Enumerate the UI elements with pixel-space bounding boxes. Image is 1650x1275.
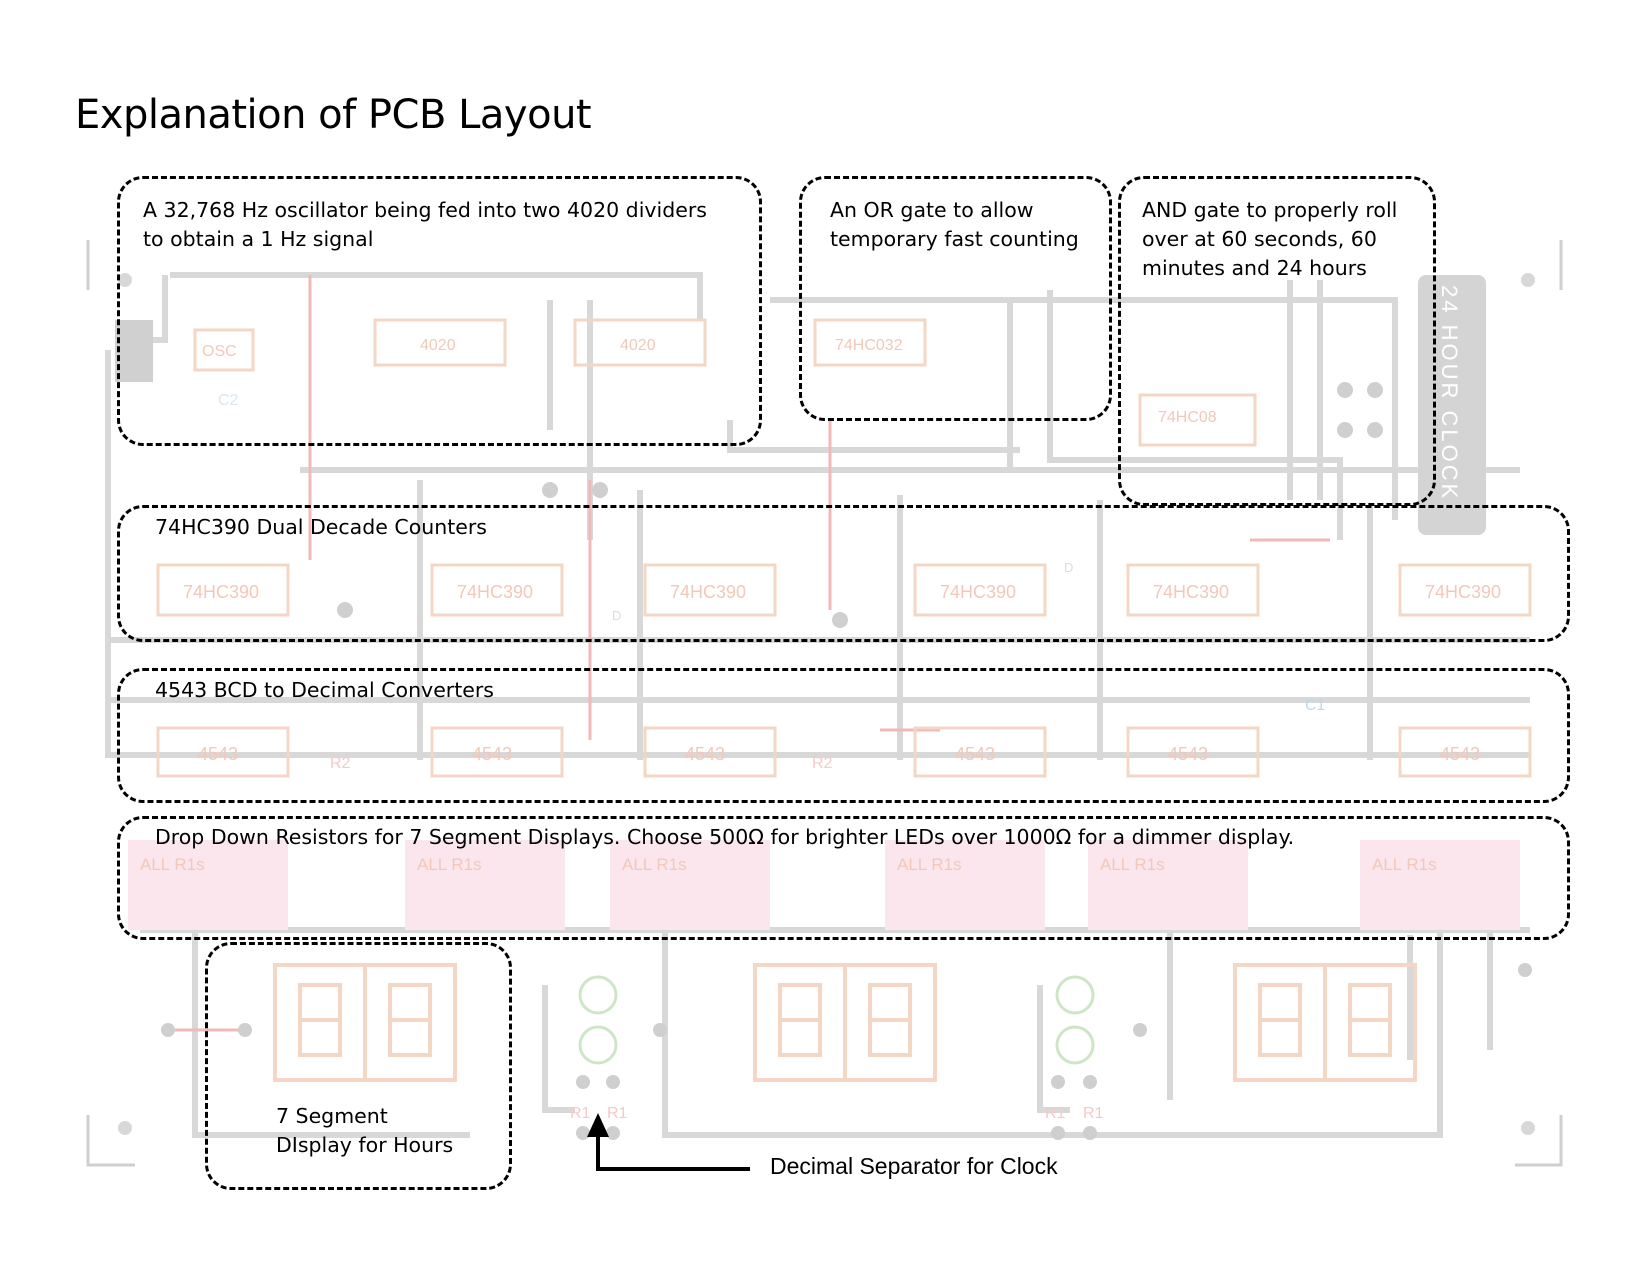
converter-chip-label: 4543	[472, 744, 512, 764]
r1-label: R1	[1083, 1105, 1104, 1122]
converter-chip-label: 4543	[955, 744, 995, 764]
oscillator-callout-box	[117, 176, 762, 446]
hours-display-callout-text: 7 Segment DIsplay for Hours	[276, 1104, 454, 1157]
and-gate-callout-text: AND gate to properly roll over at 60 sec…	[1142, 198, 1398, 280]
seven-segment-footprints	[273, 963, 1417, 1082]
page-title: Explanation of PCB Layout	[75, 92, 592, 138]
counter-chip-label: 74HC390	[457, 582, 533, 602]
hours-display-callout-box	[205, 942, 512, 1190]
and-gate-callout-box	[1118, 176, 1436, 506]
c2-label: C2	[218, 392, 239, 409]
mounting-holes	[118, 273, 1535, 1135]
counter-chip-label: 74HC390	[940, 582, 1016, 602]
counter-chip-label: 74HC390	[183, 582, 259, 602]
resistor-pack-label: ALL R1s	[897, 855, 962, 874]
divider-chip-label: 4020	[620, 337, 656, 354]
converter-chip-label: 4543	[685, 744, 725, 764]
r2-label: R2	[330, 755, 351, 772]
pcb-traces	[105, 272, 1530, 1138]
oscillator-callout-text: A 32,768 Hz oscillator being fed into tw…	[143, 198, 707, 251]
and-chip-label: 74HC08	[1158, 409, 1217, 426]
r1-label: R1	[1045, 1105, 1066, 1122]
resistors-callout-text: Drop Down Resistors for 7 Segment Displa…	[155, 825, 1295, 849]
resistors-callout-box	[117, 816, 1570, 940]
counter-chip-label: 74HC390	[1153, 582, 1229, 602]
resistor-pack-label: ALL R1s	[417, 855, 482, 874]
or-gate-callout-text: An OR gate to allow temporary fast count…	[830, 198, 1079, 251]
resistor-packs: ALL R1s ALL R1s ALL R1s ALL R1s ALL R1s …	[128, 840, 1520, 930]
resistor-pack-label: ALL R1s	[622, 855, 687, 874]
board-corner-marks	[86, 240, 1563, 1167]
divider-chip-2: 4020	[573, 318, 707, 367]
d-label: D	[612, 608, 621, 623]
or-chip-label: 74HC032	[835, 337, 903, 354]
resistor-pack-label: ALL R1s	[140, 855, 205, 874]
brand-label: 24 HOUR CLOCK	[1437, 285, 1462, 501]
osc-label: OSC	[202, 343, 237, 360]
separator-leds	[578, 975, 1095, 1065]
oscillator-footprint: OSC	[193, 328, 255, 372]
resistor-pack-label: ALL R1s	[1100, 855, 1165, 874]
r2-label: R2	[812, 755, 833, 772]
converter-chip-label: 4543	[1168, 744, 1208, 764]
counter-chip-label: 74HC390	[670, 582, 746, 602]
converter-chip-label: 4543	[1440, 744, 1480, 764]
converters-callout-box	[117, 668, 1570, 803]
c1-label: C1	[1305, 697, 1326, 714]
r1-label: R1	[607, 1105, 628, 1122]
or-gate-callout-box	[799, 176, 1112, 421]
pads	[161, 382, 1532, 1140]
decimal-separator-label: Decimal Separator for Clock	[770, 1153, 1058, 1179]
counters-callout-box	[117, 505, 1570, 642]
converters-callout-text: 4543 BCD to Decimal Converters	[155, 678, 494, 702]
counter-chips: 74HC390 74HC390 74HC390 74HC390 74HC390 …	[156, 563, 1532, 617]
resistor-pack-label: ALL R1s	[1372, 855, 1437, 874]
counter-chip-label: 74HC390	[1425, 582, 1501, 602]
or-chip: 74HC032	[813, 318, 927, 367]
power-connector-pad	[115, 320, 153, 382]
converter-chips: 4543 4543 4543 4543 4543 4543	[156, 726, 1532, 778]
divider-chip-label: 4020	[420, 337, 456, 354]
counters-callout-text: 74HC390 Dual Decade Counters	[155, 515, 487, 539]
d-label: D	[1064, 560, 1073, 575]
pcb-small-labels: R1 R1 R1 R1 R2 R2 C1 C2 D D	[218, 392, 1326, 1122]
converter-chip-label: 4543	[198, 744, 238, 764]
divider-chip-1: 4020	[373, 318, 507, 367]
pcb-traces-red	[175, 275, 1330, 1032]
and-chip: 74HC08	[1138, 393, 1257, 447]
r1-label: R1	[570, 1105, 591, 1122]
